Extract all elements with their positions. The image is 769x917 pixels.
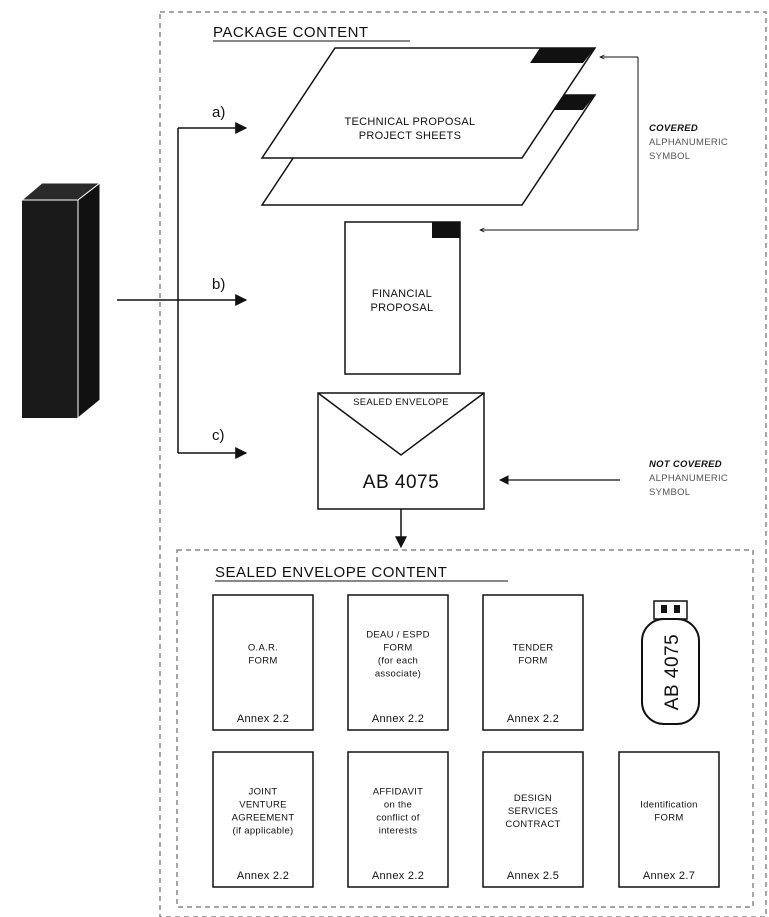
document-annex: Annex 2.2 <box>237 870 289 882</box>
document-frame <box>212 594 314 731</box>
document-text-line: interests <box>379 826 418 837</box>
envelope-label: SEALED ENVELOPE <box>353 397 449 408</box>
connector-lines <box>117 122 248 459</box>
document-text-line: FORM <box>518 656 547 667</box>
document-box: O.A.R. FORM Annex 2.2 <box>212 594 314 731</box>
package-title: PACKAGE CONTENT <box>213 24 369 41</box>
document-annex: Annex 2.2 <box>507 713 559 725</box>
document-text-line: AGREEMENT <box>232 813 295 824</box>
document-text-line: (if applicable) <box>233 826 294 837</box>
financial-proposal-line2: PROPOSAL <box>371 302 434 314</box>
document-text-line: (for each <box>378 656 418 667</box>
financial-proposal-doc <box>344 221 461 375</box>
label-b: b) <box>212 276 225 293</box>
document-annex: Annex 2.2 <box>372 713 424 725</box>
document-box: DEAU / ESPD FORM (for each associate) Annex … <box>347 594 449 731</box>
document-text-line: FORM <box>248 656 277 667</box>
usb-stick-icon <box>641 600 700 725</box>
document-text-line: FORM <box>654 813 683 824</box>
document-text-line: TENDER <box>513 643 554 654</box>
document-box: TENDER FORM Annex 2.2 <box>482 594 584 731</box>
document-frame <box>347 594 449 731</box>
financial-proposal-line1: FINANCIAL <box>372 288 432 300</box>
document-annex: Annex 2.2 <box>372 870 424 882</box>
document-text-line: DESIGN <box>514 793 552 804</box>
usb-code: AB 4075 <box>662 634 683 710</box>
technical-proposal-sheets <box>260 47 597 206</box>
document-frame <box>618 751 720 888</box>
document-annex: Annex 2.5 <box>507 870 559 882</box>
envelope-code: AB 4075 <box>363 472 439 493</box>
envelope-content-frame <box>176 549 754 908</box>
document-frame <box>482 751 584 888</box>
document-frame <box>347 751 449 888</box>
document-text-line: JOINT <box>249 787 278 798</box>
covered-note-bold: COVERED <box>649 123 698 134</box>
covered-bracket <box>480 57 639 230</box>
document-text-line: conflict of <box>376 813 419 824</box>
document-text-line: FORM <box>383 643 412 654</box>
covered-note-line2: ALPHANUMERIC <box>649 137 728 148</box>
document-box: DESIGN SERVICES CONTRACT Annex 2.5 <box>482 751 584 888</box>
label-c: c) <box>212 427 225 444</box>
document-text-line: O.A.R. <box>248 643 278 654</box>
document-grid: O.A.R. FORM Annex 2.2 DEAU / ESPD FORM (for e… <box>212 594 720 888</box>
document-text-line: associate) <box>375 669 421 680</box>
document-annex: Annex 2.7 <box>643 870 695 882</box>
document-annex: Annex 2.2 <box>237 713 289 725</box>
document-text-line: DEAU / ESPD <box>366 630 429 641</box>
document-frame <box>482 594 584 731</box>
document-text-line: on the <box>384 800 412 811</box>
document-text-line: Identification <box>640 800 698 811</box>
document-frame <box>212 751 314 888</box>
sealed-package-box <box>20 181 102 420</box>
document-text-line: VENTURE <box>239 800 287 811</box>
document-text-line: SERVICES <box>508 806 558 817</box>
financial-proposal-tab <box>432 222 460 238</box>
covered-note-line3: SYMBOL <box>649 151 690 162</box>
not-covered-note-line3: SYMBOL <box>649 487 690 498</box>
not-covered-note-line2: ALPHANUMERIC <box>649 473 728 484</box>
sealed-envelope <box>317 392 485 510</box>
document-text-line: AFFIDAVIT <box>373 787 424 798</box>
document-box: AFFIDAVIT on the conflict of interestsAnnex… <box>347 751 449 888</box>
document-box: JOINT VENTURE AGREEMENT (if applicable) Anne… <box>212 751 314 888</box>
package-frame <box>159 11 767 917</box>
envelope-content-title: SEALED ENVELOPE CONTENT <box>215 564 447 581</box>
document-text-line: CONTRACT <box>505 819 560 830</box>
technical-proposal-line2: PROJECT SHEETS <box>359 130 461 142</box>
technical-proposal-line1: TECHNICAL PROPOSAL <box>345 116 476 128</box>
label-a: a) <box>212 104 225 121</box>
not-covered-note-bold: NOT COVERED <box>649 459 722 470</box>
